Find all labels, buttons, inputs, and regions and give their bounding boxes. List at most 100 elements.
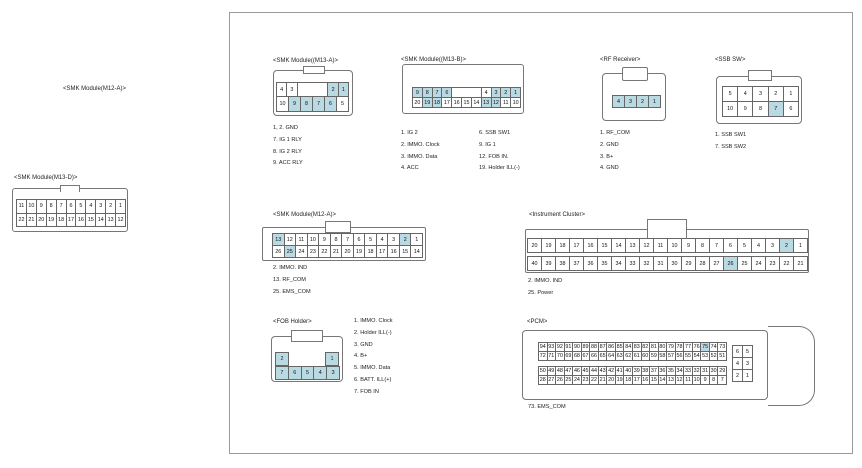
m13a-pin-1: 1	[338, 83, 349, 97]
m13a-title: <SMK Module((M13-A)>	[273, 58, 339, 64]
m13b-title: <SMK Module((M13-B)>	[401, 57, 467, 63]
m13d-pin-15: 15	[86, 213, 97, 227]
fob-title: <FOB Holder>	[273, 319, 312, 325]
ssb-title: <SSB SW>	[715, 57, 746, 63]
pcm-pin-19: 19	[615, 376, 625, 385]
m13a-pin-10: 10	[277, 97, 289, 112]
cluster-pin-10: 10	[668, 239, 682, 253]
pcm-pin-65: 65	[598, 352, 608, 361]
pcm-pin-52: 52	[709, 352, 719, 361]
pcm-pin-14: 14	[658, 376, 668, 385]
pcm-pin-62: 62	[624, 352, 633, 361]
pcm-pin-57: 57	[667, 352, 676, 361]
cluster-pin-6: 6	[724, 239, 738, 253]
m13d-pin-9: 9	[36, 200, 47, 214]
m12a-pin-19: 19	[353, 246, 366, 258]
cluster-pin-13: 13	[626, 239, 640, 253]
m13d-pin-3: 3	[96, 200, 107, 214]
m13b-pin-14: 14	[471, 98, 482, 108]
pcm-pin-4: 4	[733, 358, 743, 370]
m12a-pin-15: 15	[399, 246, 412, 258]
pcm-pin-56: 56	[675, 352, 685, 361]
cluster-pin-24: 24	[752, 257, 766, 271]
rf-title: <RF Receiver>	[600, 57, 641, 63]
cluster-pin-25: 25	[738, 257, 752, 271]
m13a-gap	[297, 83, 329, 97]
ssb-lock	[748, 70, 772, 81]
pcm-pin-21: 21	[598, 376, 608, 385]
cluster-pin-31: 31	[654, 257, 668, 271]
m13d-pin-21: 21	[26, 213, 37, 227]
m13b-pin-18: 18	[432, 98, 443, 108]
pcm-pin-55: 55	[684, 352, 693, 361]
m12a-pin-22: 22	[319, 246, 331, 258]
pcm-pin-51: 51	[718, 352, 727, 361]
pcm-pin-63: 63	[615, 352, 625, 361]
m13b-pin-11: 11	[501, 98, 512, 108]
pcm-pin-24: 24	[573, 376, 582, 385]
cluster-pin-30: 30	[668, 257, 682, 271]
m13b-pin-16: 16	[452, 98, 463, 108]
fob-pin-4: 4	[314, 367, 328, 380]
m13a-clip	[303, 66, 325, 74]
ssb-pin-1: 1	[783, 87, 799, 102]
pcm-pin-66: 66	[590, 352, 599, 361]
pcm-pin-67: 67	[581, 352, 591, 361]
pcm-pin-26: 26	[556, 376, 565, 385]
m13d-pin-19: 19	[46, 213, 57, 227]
pcm-pin-64: 64	[607, 352, 616, 361]
pcm-pin-7: 7	[718, 376, 727, 385]
ssb-pin-10: 10	[723, 102, 739, 117]
cluster-pin-4: 4	[752, 239, 766, 253]
m13a-pin-3: 3	[287, 83, 298, 97]
pcm-title: <PCM>	[527, 319, 548, 325]
m13d-pin-1: 1	[116, 200, 126, 214]
pcm-pin-13: 13	[667, 376, 676, 385]
m13b-pin-12: 12	[491, 98, 502, 108]
ssb-pin-7: 7	[768, 102, 784, 117]
fob-pin-2: 2	[275, 352, 289, 366]
pcm-pin-18: 18	[624, 376, 633, 385]
m12a-pin-20: 20	[342, 246, 354, 258]
rf-pin-2: 2	[637, 96, 649, 108]
m13d-title: <SMK Module(M13-D)>	[14, 175, 78, 181]
m13b-pin-19: 19	[422, 98, 433, 108]
m12a-pin-17: 17	[376, 246, 389, 258]
cluster-title: <Instrument Cluster>	[529, 212, 586, 218]
pcm-pin-60: 60	[641, 352, 651, 361]
pcm-pin-68: 68	[573, 352, 582, 361]
cluster-pin-9: 9	[682, 239, 696, 253]
cluster-pin-14: 14	[612, 239, 626, 253]
m13d-pin-14: 14	[96, 213, 107, 227]
pcm-pin-54: 54	[692, 352, 702, 361]
m13a-pin-2: 2	[328, 83, 339, 97]
m13d-pin-2: 2	[106, 200, 117, 214]
m13b-pin-10: 10	[511, 98, 521, 108]
m12a-left-title: <SMK Module(M12-A)>	[63, 86, 127, 92]
m13b-pin-13: 13	[481, 98, 492, 108]
rf-pin-1: 1	[649, 96, 661, 108]
ssb-pin-5: 5	[723, 87, 739, 102]
cluster-pin-37: 37	[570, 257, 584, 271]
m13d-pin-20: 20	[36, 213, 47, 227]
m13a-pin-9: 9	[289, 97, 301, 112]
rf-lock	[622, 67, 648, 81]
m13d-pin-8: 8	[46, 200, 57, 214]
m13a-pin-8: 8	[301, 97, 313, 112]
m13d-pin-12: 12	[116, 213, 126, 227]
pcm-pin-28: 28	[539, 376, 548, 385]
